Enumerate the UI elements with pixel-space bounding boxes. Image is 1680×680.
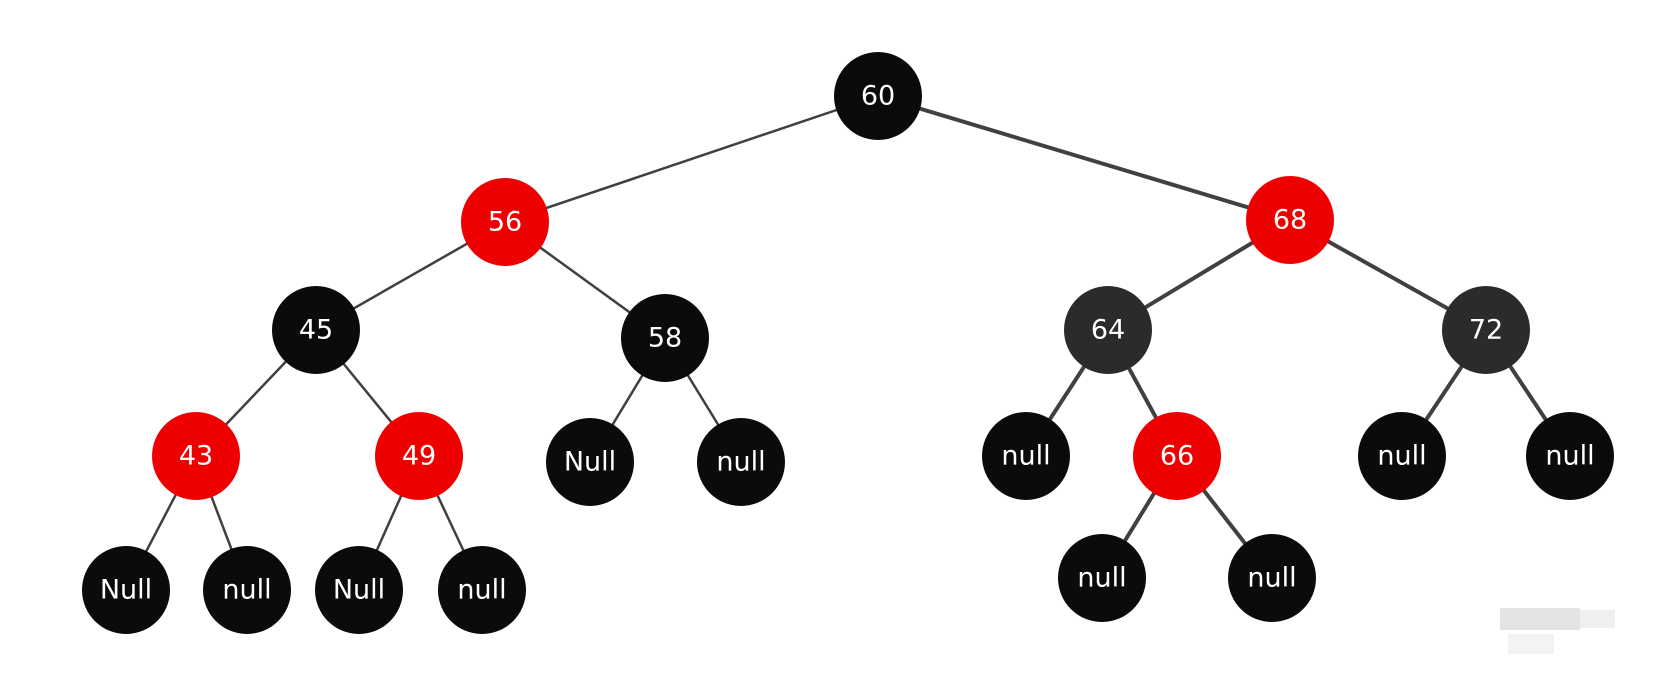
edge-n60-n56 xyxy=(504,94,879,224)
null-leaf-43-left-label: Null xyxy=(100,575,152,606)
null-leaf-72-right-circle xyxy=(1526,412,1614,500)
null-leaf-72-left-circle xyxy=(1358,412,1446,500)
edge-n60-n68 xyxy=(877,94,1291,222)
node-45-label: 45 xyxy=(299,315,333,346)
node-68-circle xyxy=(1246,176,1334,264)
node-49-label: 49 xyxy=(402,441,436,472)
null-leaf-64-left-circle xyxy=(982,412,1070,500)
node-60-circle xyxy=(834,52,922,140)
node-56-label: 56 xyxy=(488,207,522,238)
null-leaf-64-left: null xyxy=(982,412,1070,500)
node-43-circle xyxy=(152,412,240,500)
null-leaf-58-right-label: null xyxy=(716,447,765,478)
null-leaf-58-right-circle xyxy=(697,418,785,506)
node-58-circle xyxy=(621,294,709,382)
null-leaf-66-right-circle xyxy=(1228,534,1316,622)
node-72-label: 72 xyxy=(1469,315,1503,346)
null-leaf-43-left-circle xyxy=(82,546,170,634)
node-72-circle xyxy=(1442,286,1530,374)
null-leaf-66-left: null xyxy=(1058,534,1146,622)
node-66-label: 66 xyxy=(1160,441,1194,472)
node-64-label: 64 xyxy=(1091,315,1125,346)
null-leaf-58-right: null xyxy=(697,418,785,506)
null-leaf-49-left-circle xyxy=(315,546,403,634)
node-56: 56 xyxy=(461,178,549,266)
node-64-circle xyxy=(1064,286,1152,374)
node-45: 45 xyxy=(272,286,360,374)
node-49: 49 xyxy=(375,412,463,500)
watermark-blur xyxy=(1500,608,1615,656)
node-43: 43 xyxy=(152,412,240,500)
node-68-label: 68 xyxy=(1273,205,1307,236)
node-66: 66 xyxy=(1133,412,1221,500)
node-72: 72 xyxy=(1442,286,1530,374)
node-68: 68 xyxy=(1246,176,1334,264)
node-45-circle xyxy=(272,286,360,374)
null-leaf-49-right: null xyxy=(438,546,526,634)
null-leaf-49-left: Null xyxy=(315,546,403,634)
null-leaf-58-left-label: Null xyxy=(564,447,616,478)
null-leaf-43-left: Null xyxy=(82,546,170,634)
null-leaf-66-right-label: null xyxy=(1247,563,1296,594)
null-leaf-58-left: Null xyxy=(546,418,634,506)
null-leaf-72-right: null xyxy=(1526,412,1614,500)
node-49-circle xyxy=(375,412,463,500)
null-leaf-49-right-circle xyxy=(438,546,526,634)
null-leaf-66-left-circle xyxy=(1058,534,1146,622)
node-66-circle xyxy=(1133,412,1221,500)
node-58: 58 xyxy=(621,294,709,382)
null-leaf-49-right-label: null xyxy=(457,575,506,606)
node-64: 64 xyxy=(1064,286,1152,374)
null-leaf-43-right: null xyxy=(203,546,291,634)
null-leaf-72-left: null xyxy=(1358,412,1446,500)
null-leaf-49-left-label: Null xyxy=(333,575,385,606)
node-43-label: 43 xyxy=(179,441,213,472)
null-leaf-72-left-label: null xyxy=(1377,441,1426,472)
node-58-label: 58 xyxy=(648,323,682,354)
null-leaf-43-right-label: null xyxy=(222,575,271,606)
null-leaf-66-left-label: null xyxy=(1077,563,1126,594)
null-leaf-58-left-circle xyxy=(546,418,634,506)
null-leaf-72-right-label: null xyxy=(1545,441,1594,472)
null-leaf-64-left-label: null xyxy=(1001,441,1050,472)
node-60-label: 60 xyxy=(861,81,895,112)
node-60: 60 xyxy=(834,52,922,140)
null-leaf-66-right: null xyxy=(1228,534,1316,622)
null-leaf-43-right-circle xyxy=(203,546,291,634)
node-56-circle xyxy=(461,178,549,266)
